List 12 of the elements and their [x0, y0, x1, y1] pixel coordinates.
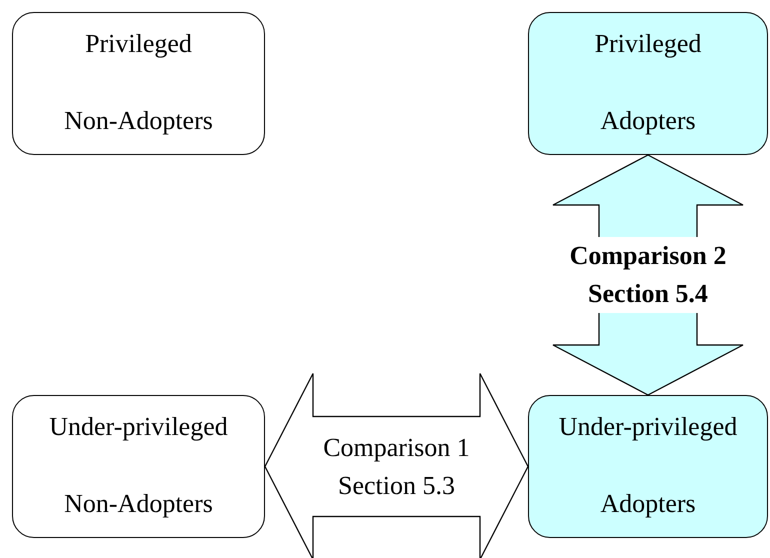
rounded-box [528, 395, 768, 538]
rounded-box [12, 395, 265, 538]
box-text: Non-Adopters [63, 106, 214, 136]
box-text: Adopters [599, 489, 697, 519]
box-heading: Under-privileged [48, 412, 229, 442]
box-heading: Privileged [594, 29, 702, 59]
box-text: Adopters [599, 106, 697, 136]
box-heading: Under-privileged [558, 412, 738, 442]
rounded-box [12, 12, 265, 155]
box-heading: Privileged [84, 29, 193, 59]
rounded-box [528, 12, 768, 155]
box-text: Non-Adopters [63, 489, 214, 519]
